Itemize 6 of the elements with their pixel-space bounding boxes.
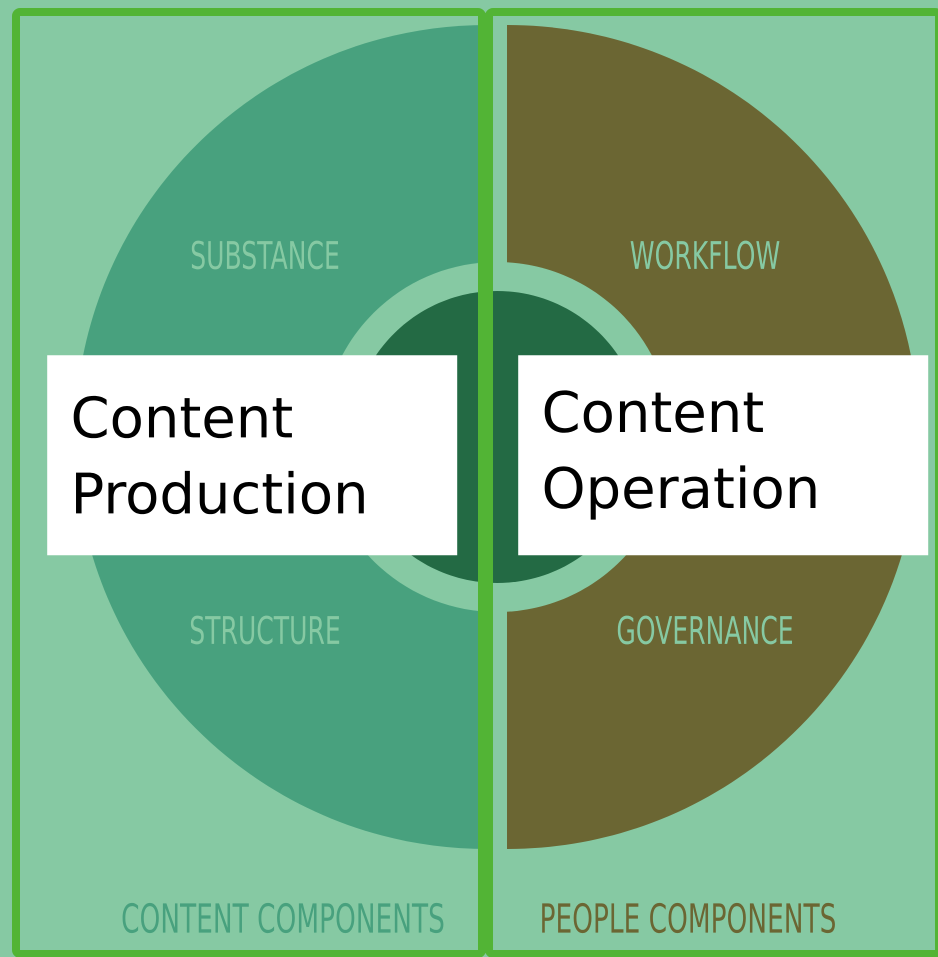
segment-label: WORKFLOW xyxy=(630,240,780,270)
segment-label: STRUCTURE xyxy=(190,616,340,644)
segment-label: GOVERNANCE xyxy=(618,616,792,644)
text-box: Content Production xyxy=(47,355,458,556)
segment-label: SUBSTANCE xyxy=(192,240,338,270)
text-box: Content Operation xyxy=(518,355,928,556)
